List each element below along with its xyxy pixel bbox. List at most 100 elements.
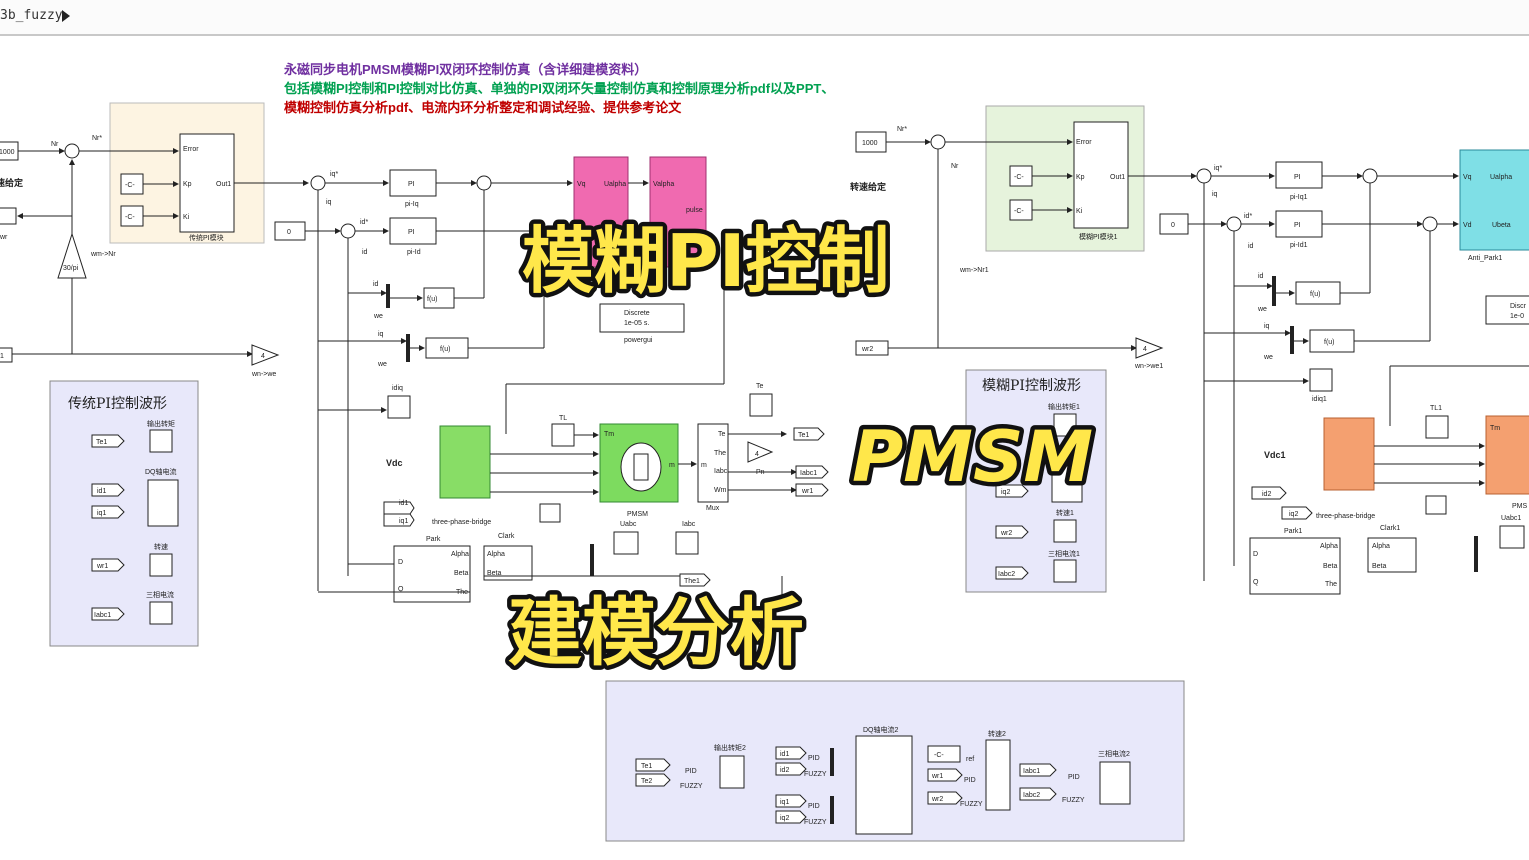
svg-text:iq1: iq1 (399, 518, 408, 525)
svg-text:Uabc: Uabc (620, 521, 637, 528)
left-anti-park-block[interactable] (573, 156, 629, 268)
svg-text:Clark: Clark (498, 533, 515, 540)
svg-text:powergui: powergui (624, 337, 653, 344)
description-line-3: 模糊控制仿真分析pdf、电流内环分析整定和调试经验、提供参考论文 (284, 100, 682, 115)
svg-text:模糊PI模块1: 模糊PI模块1 (1079, 232, 1118, 241)
svg-text:Iabc: Iabc (714, 468, 728, 475)
svg-text:wn->we: wn->we (251, 371, 276, 378)
svg-text:id1: id1 (780, 751, 789, 758)
svg-text:Te1: Te1 (641, 763, 652, 770)
svg-text:PMS: PMS (1512, 503, 1528, 510)
svg-text:The: The (1325, 581, 1337, 588)
svg-text:idiq1: idiq1 (1312, 396, 1327, 403)
description-line-1: 永磁同步电机PMSM模糊PI双闭环控制仿真（含详细建模资料） (283, 62, 647, 77)
svg-text:PMSM: PMSM (627, 511, 648, 518)
left-clark-block[interactable] (483, 545, 533, 581)
right-clark1-block[interactable] (1367, 537, 1417, 573)
svg-text:iq*: iq* (330, 171, 338, 178)
left-iabc-scope[interactable] (675, 531, 699, 555)
svg-text:三相电流1: 三相电流1 (1048, 549, 1080, 558)
left-te-scope[interactable] (749, 393, 773, 417)
breadcrumb-arrow-icon[interactable] (62, 10, 70, 22)
svg-text:f(u): f(u) (440, 346, 451, 353)
svg-text:ref: ref (966, 756, 974, 763)
svg-text:id*: id* (360, 219, 368, 226)
svg-text:The1: The1 (684, 578, 700, 585)
svg-text:The: The (456, 589, 468, 596)
svg-text:Iabc1: Iabc1 (1023, 768, 1040, 775)
svg-text:Vq: Vq (577, 181, 586, 188)
left-svpwm-block[interactable] (649, 156, 707, 268)
svg-text:Ki: Ki (183, 214, 190, 221)
svg-text:id: id (1258, 273, 1264, 280)
comparison-scope-panel: Te1 Te2 PID FUZZY 输出转矩2 id1 id2 iq1 iq2 … (605, 680, 1185, 842)
model-name[interactable]: 3b_fuzzy (0, 8, 63, 23)
svg-text:Iabc1: Iabc1 (800, 470, 817, 477)
left-model (0, 102, 829, 603)
svg-text:TL1: TL1 (1430, 405, 1442, 412)
simulink-canvas[interactable]: 永磁同步电机PMSM模糊PI双闭环控制仿真（含详细建模资料） 包括模糊PI控制和… (0, 36, 1529, 860)
svg-text:传统PI控制波形: 传统PI控制波形 (68, 396, 167, 412)
svg-text:转速1: 转速1 (1056, 508, 1074, 517)
right-inverter-bridge[interactable] (1323, 417, 1375, 491)
svg-text:模糊PI控制波形: 模糊PI控制波形 (982, 378, 1081, 394)
svg-text:传统PI模块: 传统PI模块 (189, 233, 224, 242)
right-pi-iq1[interactable] (1275, 161, 1323, 189)
svg-text:id1: id1 (399, 500, 408, 507)
left-pi-id[interactable] (389, 217, 437, 245)
right-fuzzy-pi-block[interactable] (1073, 121, 1129, 229)
model-breadcrumb[interactable]: 3b_fuzzy (0, 0, 1529, 36)
svg-text:Beta: Beta (1323, 563, 1338, 570)
svg-text:Discrete: Discrete (624, 310, 650, 317)
svg-text:id2: id2 (1262, 491, 1271, 498)
left-uabc-scope[interactable] (613, 531, 639, 555)
svg-text:Nr: Nr (951, 163, 959, 170)
right-pi-id1[interactable] (1275, 210, 1323, 238)
svg-text:Nr: Nr (51, 141, 59, 148)
svg-text:Nr*: Nr* (92, 135, 102, 142)
svg-text:iq1: iq1 (780, 799, 789, 806)
right-park1-block[interactable] (1249, 537, 1341, 595)
right-pmsm-block[interactable] (1485, 415, 1529, 495)
svg-text:Iabc2: Iabc2 (998, 571, 1015, 578)
svg-text:Error: Error (1076, 139, 1092, 146)
svg-text:f(u): f(u) (1310, 291, 1321, 298)
svg-text:Vq: Vq (1463, 174, 1472, 181)
svg-text:0: 0 (1171, 222, 1175, 229)
svg-text:Valpha: Valpha (653, 181, 674, 188)
left-pi-iq[interactable] (389, 169, 437, 197)
svg-text:Te1: Te1 (798, 432, 809, 439)
svg-text:m: m (701, 462, 707, 469)
left-mux-demux[interactable] (697, 423, 729, 503)
svg-text:wr2: wr2 (1000, 530, 1012, 537)
svg-text:pi-Iq: pi-Iq (405, 201, 419, 208)
svg-text:we: we (1263, 354, 1273, 361)
left-speed-sum[interactable] (64, 143, 80, 159)
svg-text:id1: id1 (97, 488, 106, 495)
svg-text:pi-Id: pi-Id (407, 249, 421, 256)
svg-text:-C-: -C- (125, 182, 135, 189)
svg-text:iq1: iq1 (97, 510, 106, 517)
svg-text:1e-05 s.: 1e-05 s. (624, 320, 649, 327)
svg-text:FUZZY: FUZZY (960, 801, 983, 808)
svg-text:Tm: Tm (1490, 425, 1500, 432)
left-gain-4[interactable] (251, 344, 280, 366)
svg-text:Anti_Park1: Anti_Park1 (1468, 255, 1502, 262)
left-inverter-bridge[interactable] (439, 425, 491, 499)
svg-text:Beta: Beta (1372, 563, 1387, 570)
svg-text:4: 4 (261, 353, 265, 360)
left-park-block[interactable] (393, 545, 471, 603)
right-anti-park-block[interactable] (1459, 149, 1529, 251)
svg-text:DQ轴电流2: DQ轴电流2 (863, 725, 898, 734)
svg-text:D: D (1253, 551, 1258, 558)
left-idiq-scope[interactable] (387, 395, 411, 419)
svg-text:we: we (1257, 306, 1267, 313)
svg-text:pi-Iq1: pi-Iq1 (1290, 194, 1308, 201)
svg-text:Te: Te (756, 383, 764, 390)
left-powergui[interactable] (599, 303, 685, 333)
svg-text:速给定: 速给定 (0, 177, 24, 188)
svg-text:Q: Q (398, 586, 404, 593)
svg-text:Beta: Beta (487, 570, 502, 577)
left-pi-block[interactable] (179, 133, 235, 233)
left-tl-step[interactable] (551, 423, 575, 447)
